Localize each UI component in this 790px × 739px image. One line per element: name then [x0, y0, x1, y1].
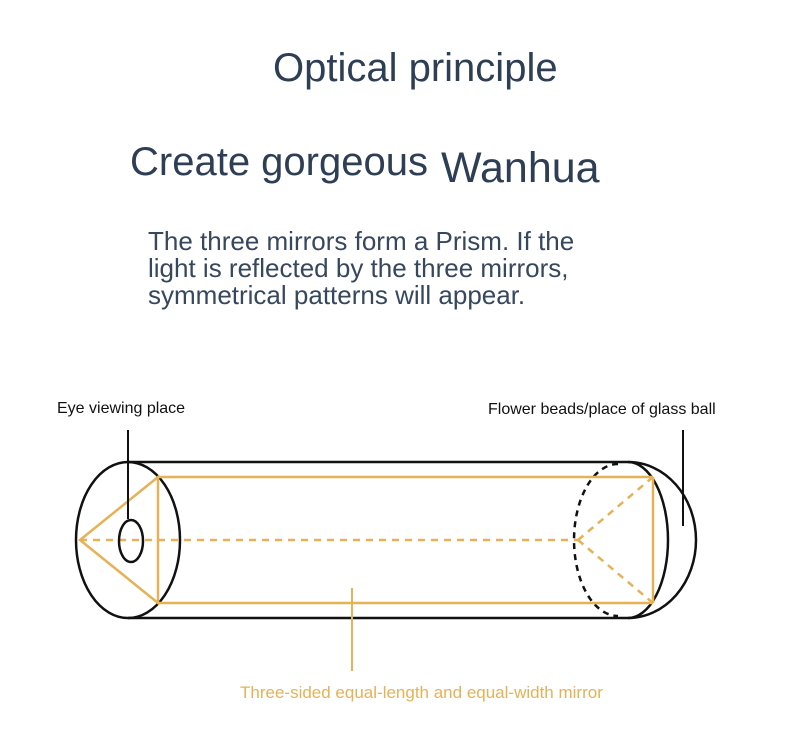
tube-outline: [74, 460, 698, 620]
description-text: The three mirrors form a Prism. If the l…: [148, 228, 668, 309]
mirror-back-dashed-lower: [577, 539, 654, 604]
eye-hole: [117, 518, 145, 564]
tube-back-rim-inner: [627, 460, 670, 620]
subtitle-create-gorgeous: Create gorgeous: [130, 140, 428, 184]
label-flower-beads: Flower beads/place of glass ball: [488, 401, 716, 418]
description-line-1: The three mirrors form a Prism. If the: [148, 226, 575, 256]
label-eye-viewing-place: Eye viewing place: [57, 400, 186, 417]
label-mirror: Three-sided equal-length and equal-width…: [240, 683, 603, 702]
glass-ball-chamber-dashed: [572, 462, 619, 618]
tube-back-rim-outer: [627, 460, 698, 620]
mirror-prism: [78, 474, 655, 606]
mirror-back-dashed-upper: [577, 476, 654, 541]
subtitle-wanhua: Wanhua: [441, 144, 600, 192]
page-title: Optical principle: [273, 46, 558, 90]
description-line-2: light is reflected by the three mirrors,: [148, 253, 569, 283]
description-line-3: symmetrical patterns will appear.: [148, 280, 526, 310]
